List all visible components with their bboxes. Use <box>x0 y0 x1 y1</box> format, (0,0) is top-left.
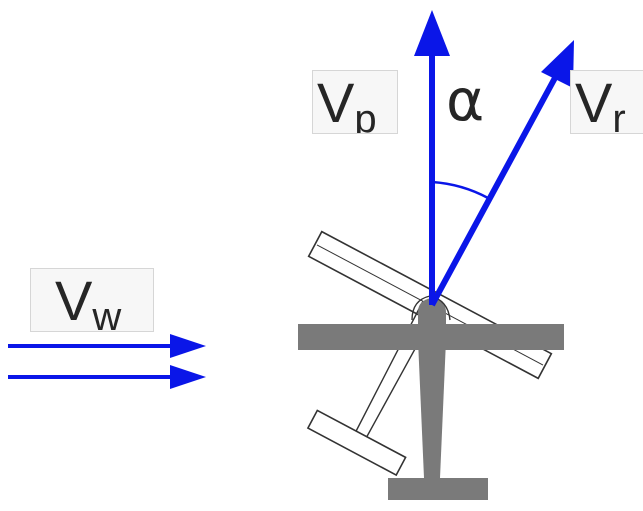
label-alpha: α <box>446 66 485 134</box>
label-vr-main: V <box>575 71 613 134</box>
rotated-fuselage-left <box>353 300 424 435</box>
wind-arrowhead-2 <box>170 365 206 389</box>
vp-arrowhead <box>414 10 450 56</box>
label-vp-main: V <box>317 71 355 134</box>
aircraft-fuselage <box>418 298 446 478</box>
angle-arc <box>431 180 489 200</box>
label-vw-main: V <box>55 269 93 332</box>
wind-arrowhead-1 <box>170 334 206 358</box>
label-vw-sub: w <box>92 295 122 332</box>
wind-arrow-2 <box>8 365 206 389</box>
aircraft <box>298 295 564 500</box>
label-vp-sub: p <box>354 97 377 134</box>
vp-vector <box>414 10 450 305</box>
wind-arrow-1 <box>8 334 206 358</box>
label-vr-sub: r <box>612 97 626 134</box>
vr-vector <box>429 40 574 307</box>
aircraft-tailplane <box>388 478 488 500</box>
vr-arrowhead <box>541 40 574 88</box>
label-vr: Vr <box>570 70 643 134</box>
label-vw: Vw <box>30 268 154 332</box>
rotated-tailplane <box>306 409 407 477</box>
rotated-aircraft-outline <box>306 230 553 477</box>
label-vp: Vp <box>312 70 398 134</box>
